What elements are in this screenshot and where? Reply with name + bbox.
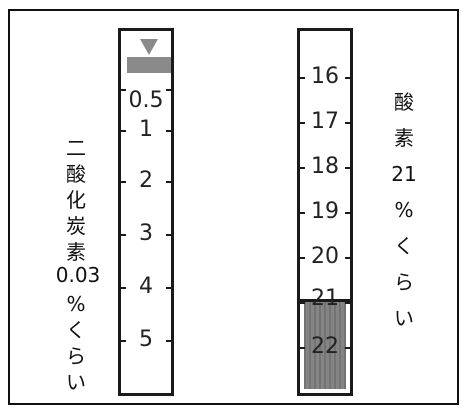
o2-tick-label: 16 <box>311 64 339 89</box>
o2-tick-mark <box>345 77 353 79</box>
co2-tick-mark <box>166 181 174 183</box>
co2-detector-tube: 0.5 1 2 3 4 5 <box>118 28 174 396</box>
co2-tick-mark <box>166 340 174 342</box>
o2-tick-mark <box>345 347 353 349</box>
co2-approx-char: く <box>66 318 86 342</box>
o2-tick-label: 20 <box>311 244 339 269</box>
co2-stain <box>127 57 171 73</box>
o2-tick-mark <box>345 167 353 169</box>
o2-tick-mark <box>297 257 305 259</box>
o2-stain-boundary <box>300 299 350 302</box>
o2-tick-label: 17 <box>311 109 339 134</box>
co2-tick-mark <box>166 130 174 132</box>
o2-caption-char: 酸 <box>394 90 414 114</box>
o2-tick-mark <box>297 77 305 79</box>
o2-tick-label: 21 <box>311 286 339 311</box>
co2-tick-mark <box>118 287 126 289</box>
co2-caption-char: 化 <box>66 188 86 212</box>
o2-detector-tube: 16 17 18 19 20 21 22 <box>297 28 353 396</box>
co2-value: 0.03 <box>55 263 101 287</box>
co2-caption: 二 酸 化 炭 素 <box>56 135 96 265</box>
o2-approx-char: ら <box>394 270 414 294</box>
co2-tick-label: 0.5 <box>127 88 165 113</box>
co2-caption-char: 炭 <box>66 214 86 238</box>
o2-tick-mark <box>297 212 305 214</box>
o2-tick-mark <box>345 212 353 214</box>
co2-tick-mark <box>118 234 126 236</box>
o2-tick-label: 18 <box>311 154 339 179</box>
co2-tick-label: 2 <box>138 168 154 193</box>
co2-tick-label: 4 <box>138 274 154 299</box>
o2-tick-mark <box>345 302 353 304</box>
o2-tick-mark <box>297 122 305 124</box>
co2-approx-caption: % く ら い <box>56 291 96 395</box>
co2-tick-mark <box>118 89 126 91</box>
co2-tick-mark <box>118 130 126 132</box>
o2-tick-mark <box>345 257 353 259</box>
o2-tick-label: 22 <box>311 334 339 359</box>
o2-caption: 酸 素 21 % く ら い <box>384 84 424 336</box>
o2-tick-label: 19 <box>311 199 339 224</box>
co2-approx-char: ら <box>66 344 86 368</box>
o2-stain <box>304 301 346 389</box>
co2-caption-char: 酸 <box>66 162 86 186</box>
o2-approx-char: % <box>394 198 414 222</box>
co2-approx-char: い <box>66 370 86 394</box>
co2-tick-mark <box>166 287 174 289</box>
o2-value: 21 <box>391 162 417 186</box>
co2-tick-label: 5 <box>138 327 154 352</box>
co2-tick-label: 3 <box>138 221 154 246</box>
co2-tick-mark <box>166 89 174 91</box>
diagram-frame <box>8 9 459 405</box>
o2-approx-char: く <box>394 234 414 258</box>
co2-tick-label: 1 <box>138 117 154 142</box>
o2-tick-mark <box>345 122 353 124</box>
co2-approx-char: % <box>66 292 86 316</box>
co2-tick-mark <box>118 340 126 342</box>
o2-approx-char: い <box>394 306 414 330</box>
o2-tick-mark <box>297 347 305 349</box>
o2-tick-mark <box>297 167 305 169</box>
o2-tick-mark <box>297 302 305 304</box>
tube-tip-marker <box>140 39 158 55</box>
co2-tick-mark <box>166 234 174 236</box>
co2-tick-mark <box>118 181 126 183</box>
co2-caption-char: 二 <box>66 136 86 160</box>
co2-caption-char: 素 <box>66 240 86 264</box>
o2-caption-char: 素 <box>394 126 414 150</box>
